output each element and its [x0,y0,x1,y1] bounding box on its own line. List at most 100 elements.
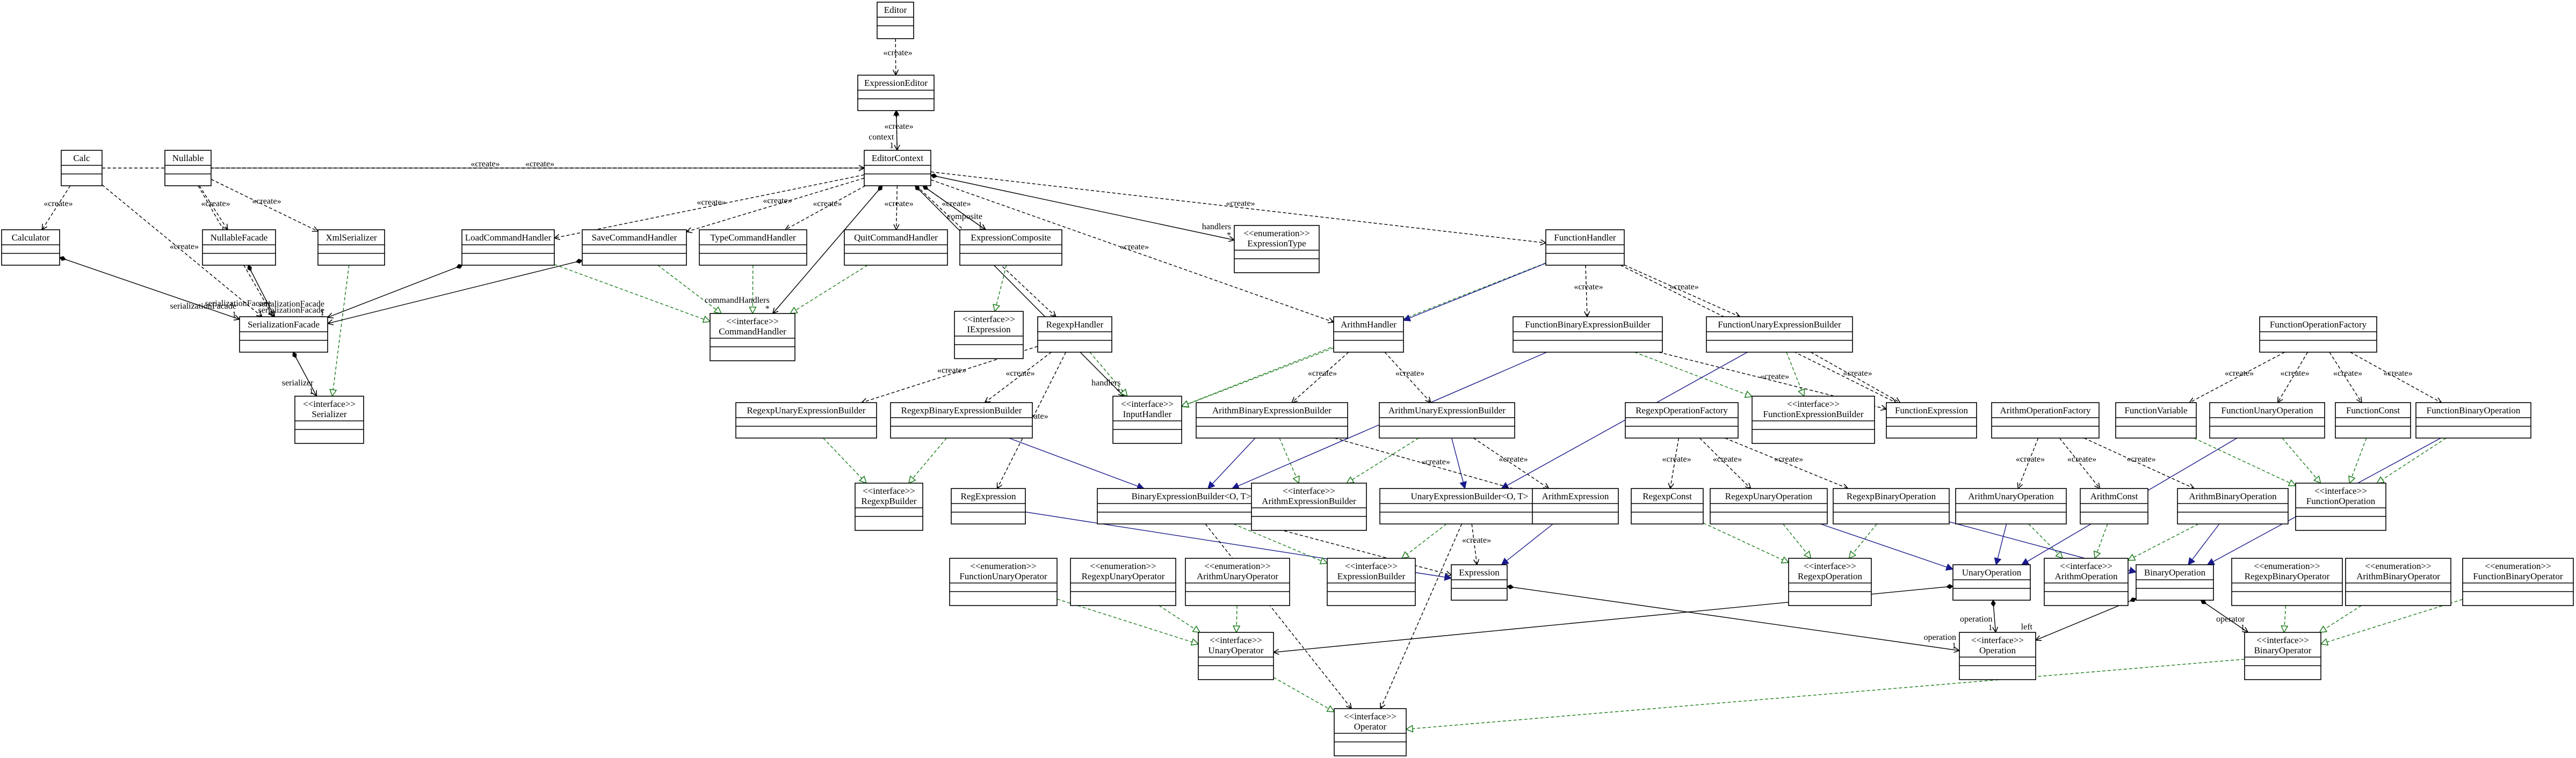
class-name: RegexpBuilder [862,496,917,506]
assoc-edge-binary-operation-to-binary-operator [2201,600,2248,632]
class-box [877,2,914,39]
class-box [2244,632,2321,680]
class-name: ArithmBinaryOperation [2189,491,2277,501]
class-name: ArithmUnaryExpressionBuilder [1388,405,1506,416]
class-name: ExpressionComposite [971,232,1051,243]
stereotype: <<enumeration>> [1243,228,1309,238]
class-name: EditorContext [872,153,924,163]
stereotype-create-label: «create» [1574,282,1603,291]
class-regexp-unary-operator: <<enumeration>>RegexpUnaryOperator [1070,558,1176,606]
class-name: ArithmBinaryExpressionBuilder [1212,405,1332,416]
stereotype-create-label: «create» [1421,457,1450,467]
class-name: ExpressionBuilder [1337,571,1406,581]
class-box [2295,483,2386,531]
assoc-edge-save-command-handler-to-serialization-facade [328,260,582,324]
create-edge-editor-context-to-expression-editor [896,111,898,151]
class-name: RegexpBinaryOperation [1847,491,1936,501]
class-box [1112,396,1182,444]
role-label: operation [1924,633,1956,642]
class-arithm-operation-factory: ArithmOperationFactory [1991,402,2100,439]
realize-edge-regexp-binary-operation-to-regexp-operation [1849,523,1877,558]
class-name: BinaryOperator [2254,645,2312,655]
class-name: FunctionBinaryOperator [2473,571,2563,581]
class-name: FunctionVariable [2124,405,2187,416]
class-name: ArithmExpression [1542,491,1609,501]
assoc-edge-arithm-binary-expression-builder-to-binary-expression-builder [1208,438,1256,489]
class-arithm-binary-operator: <<enumeration>>ArithmBinaryOperator [2345,558,2451,606]
class-name: Expression [1459,567,1500,578]
create-edge-editor-context-to-load-command-handler [554,174,865,238]
stereotype: <<enumeration>> [2485,561,2551,571]
class-name: FunctionUnaryOperator [959,571,1047,581]
class-box [1532,488,1619,524]
stereotype: <<interface>> [2314,486,2367,496]
class-name: SaveCommandHandler [592,232,677,243]
class-name: RegexpUnaryOperator [1082,571,1165,581]
class-calculator: Calculator [1,229,60,266]
class-name: ArithmHandler [1341,319,1396,330]
class-function-binary-operator: <<enumeration>>FunctionBinaryOperator [2462,558,2574,606]
class-name: Serializer [312,409,346,419]
realize-edge-function-binary-expression-builder-to-function-expression-builder [1634,352,1752,397]
class-name: RegexpConst [1642,491,1692,501]
create-edge-arithm-operation-factory-to-arithm-binary-operation [2083,438,2194,489]
assoc-edge-arithm-expression-to-expression [1502,523,1553,565]
stereotype: <<interface>> [2256,635,2309,645]
stereotype-create-label: «create» [2067,455,2096,464]
stereotype-create-label: «create» [697,198,726,207]
class-box [1952,564,2031,601]
realize-edge-arithm-const-to-arithm-operation [2095,523,2108,558]
class-name: RegexpBinaryOperator [2245,571,2330,581]
stereotype-create-label: «create» [1760,372,1789,381]
class-name: FunctionBinaryExpressionBuilder [1525,319,1651,330]
class-name: LoadCommandHandler [465,232,552,243]
class-box [1251,483,1367,531]
stereotype-create-label: «create» [813,199,842,208]
class-regexp-operation: <<interface>>RegexpOperation [1788,558,1872,606]
class-function-operation-factory: FunctionOperationFactory [2259,316,2377,353]
stereotype-create-label: «create» [1005,369,1034,378]
role-label: handlers [1202,222,1231,231]
role-label: serializationFacade [258,300,325,309]
stereotype: <<interface>> [863,486,915,496]
class-box [1185,558,1290,606]
realize-edge-regexp-const-to-regexp-operation [1703,522,1789,563]
class-box [1234,225,1320,273]
class-box [1955,488,2067,524]
class-quit-command-handler: QuitCommandHandler [844,229,948,266]
class-regexp-unary-operation: RegexpUnaryOperation [1710,488,1828,524]
create-edge-function-operation-factory-to-function-binary-operation [2350,352,2442,403]
class-command-handler: <<interface>>CommandHandler [710,313,795,361]
class-regexp-binary-expression-builder: RegexpBinaryExpressionBuilder [890,402,1033,439]
create-edge-arithm-unary-expression-builder-to-arithm-expression [1473,438,1549,489]
assoc-edge-editor-context-to-command-handler [773,186,882,314]
multiplicity-label: 1 [267,308,271,317]
stereotype-create-label: «create» [170,242,199,251]
class-box [1334,708,1407,756]
class-arithm-binary-expression-builder: ArithmBinaryExpressionBuilder [1196,402,1348,439]
stereotype: <<interface>> [1283,486,1335,496]
realize-edge-arithm-binary-expression-builder-to-arithm-expression-builder [1279,438,1299,483]
class-box [1,229,60,266]
stereotype: <<enumeration>> [970,561,1036,571]
class-regexp-const: RegexpConst [1631,488,1704,524]
stereotype-create-label: «create» [884,122,913,131]
class-box [239,316,328,353]
class-box [1198,632,1274,680]
class-name: FunctionUnaryExpressionBuilder [1718,319,1841,330]
realize-edge-regexp-binary-expression-builder-to-regexp-builder [909,438,947,483]
realize-edge-function-unary-operation-to-function-operation [2282,438,2320,483]
stereotype-create-label: «create» [1670,282,1699,291]
class-name: SerializationFacade [248,319,320,330]
class-load-command-handler: LoadCommandHandler [461,229,555,266]
class-name: FunctionBinaryOperation [2427,405,2521,416]
class-box [164,150,212,186]
create-edge-function-operation-factory-to-function-variable [2189,352,2285,403]
stereotype: <<enumeration>> [1204,561,1270,571]
stereotype-create-label: «create» [252,196,281,206]
class-box [949,558,1058,606]
stereotype-create-label: «create» [1120,242,1149,251]
class-name: Operation [1979,645,2016,655]
class-unary-operation: UnaryOperation [1952,564,2031,601]
